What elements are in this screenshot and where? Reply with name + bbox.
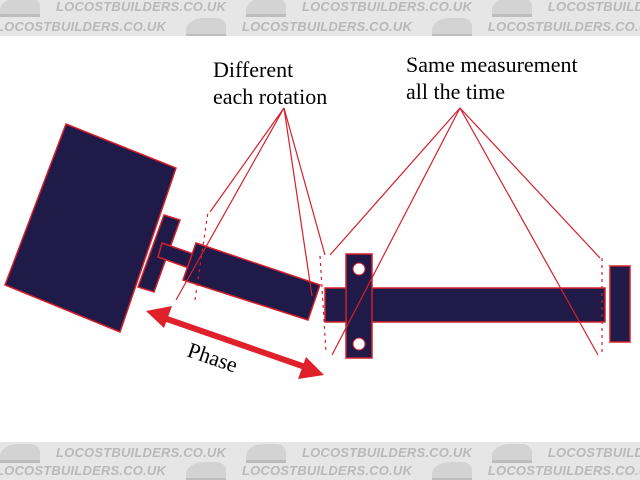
- pointer-lines-different: [175, 107, 327, 353]
- watermark-row: LOCOSTBUILDERS.CO.UK LOCOSTBUILDERS.CO.U…: [0, 462, 640, 480]
- watermark-text: LOCOSTBUILDERS.CO.UK: [0, 462, 167, 478]
- watermark-text: LOCOSTBUILDERS.CO.UK: [547, 0, 640, 14]
- watermark-row: LOCOSTBUILDERS.CO.UK LOCOSTBUILDERS.CO.U…: [0, 444, 640, 463]
- watermark-text: LOCOSTBUILDERS.CO.UK: [301, 0, 473, 14]
- watermark-row: LOCOSTBUILDERS.CO.UK LOCOSTBUILDERS.CO.U…: [0, 0, 640, 17]
- label-same-line2: all the time: [406, 79, 505, 104]
- watermark-text: LOCOSTBUILDERS.CO.UK: [487, 18, 640, 34]
- watermark-text: LOCOSTBUILDERS.CO.UK: [241, 18, 413, 34]
- phase-arrow: [146, 306, 324, 379]
- watermark-text: LOCOSTBUILDERS.CO.UK: [56, 444, 227, 460]
- phase-arrow-head-right: [298, 357, 324, 379]
- watermark-text: LOCOSTBUILDERS.CO.UK: [0, 18, 167, 34]
- label-different-line1: Different: [213, 57, 293, 82]
- bracket-hole-bottom: [352, 337, 366, 351]
- watermark-band-top: LOCOSTBUILDERS.CO.UK LOCOSTBUILDERS.CO.U…: [0, 0, 640, 36]
- watermark-text: LOCOSTBUILDERS.CO.UK: [547, 444, 640, 460]
- engine-block: [4, 123, 177, 333]
- watermark-text: LOCOSTBUILDERS.CO.UK: [487, 462, 640, 478]
- watermark-text: LOCOSTBUILDERS.CO.UK: [301, 444, 473, 460]
- watermark-row: LOCOSTBUILDERS.CO.UK LOCOSTBUILDERS.CO.U…: [0, 18, 640, 36]
- phase-arrow-head-left: [146, 306, 172, 328]
- watermark-text: LOCOSTBUILDERS.CO.UK: [56, 0, 227, 14]
- angled-shaft: [182, 242, 321, 321]
- driveshaft-phase-diagram: Different each rotation Same measurement…: [4, 52, 631, 379]
- watermark-band-bottom: LOCOSTBUILDERS.CO.UK LOCOSTBUILDERS.CO.U…: [0, 442, 640, 480]
- watermark-text: LOCOSTBUILDERS.CO.UK: [241, 462, 413, 478]
- end-flange: [609, 265, 631, 343]
- label-different-line2: each rotation: [213, 84, 327, 109]
- bracket-hole-top: [352, 262, 366, 276]
- pointer-lines-same: [329, 107, 603, 356]
- label-same-line1: Same measurement: [406, 52, 578, 77]
